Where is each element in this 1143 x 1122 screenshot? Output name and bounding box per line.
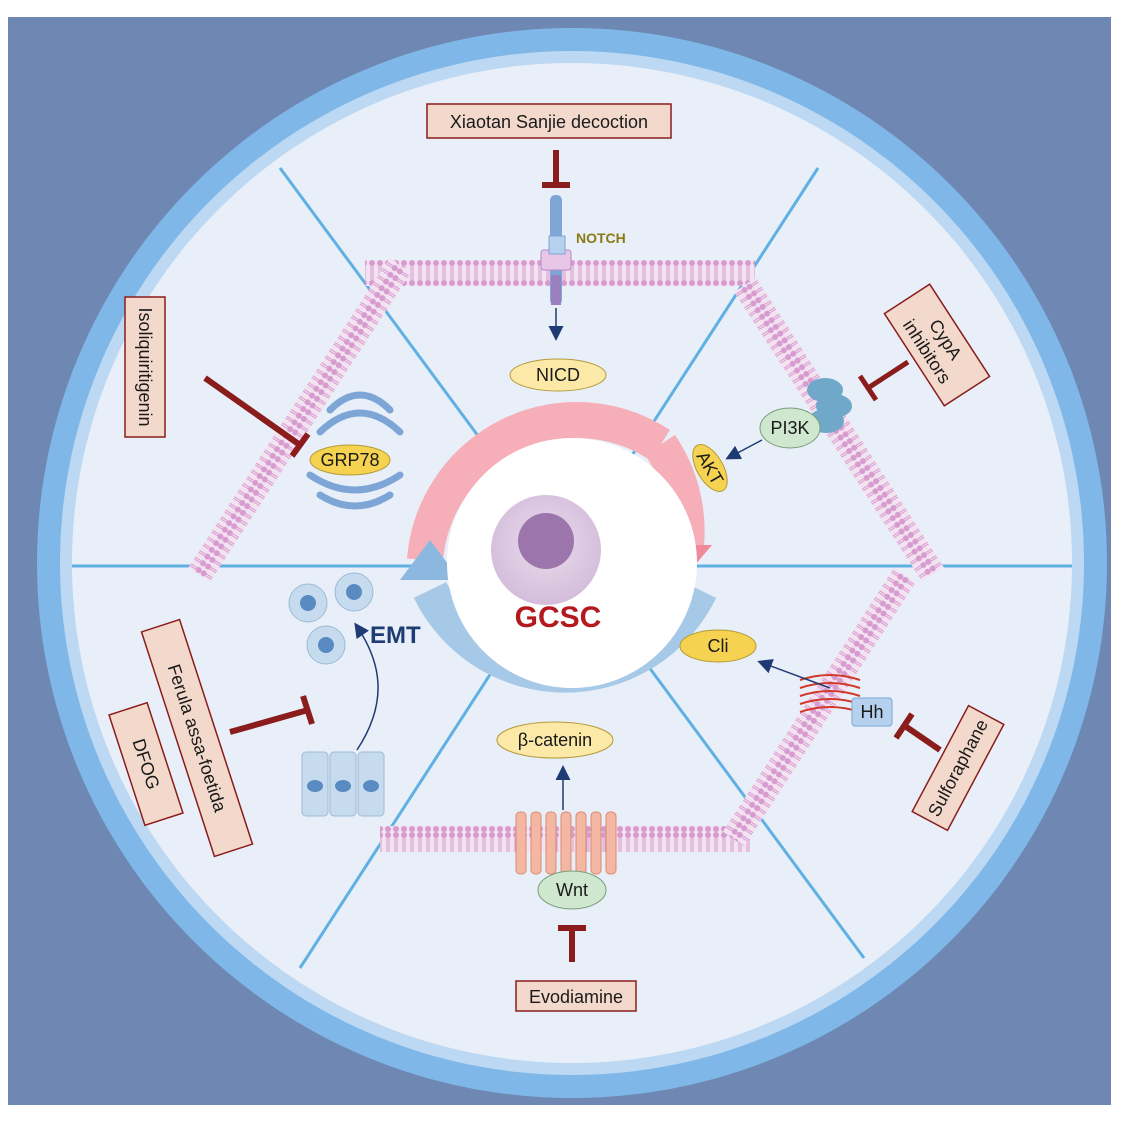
cli-oval [679,629,757,663]
pi3k-label: PI3K [770,418,809,438]
dfog-box [108,701,184,827]
isoliquiritigenin-box [124,296,166,438]
hh-box [851,697,893,727]
emt-arrow [354,622,379,751]
beta-catenin-label: β-catenin [518,730,592,750]
notch-label: NOTCH [576,230,626,246]
wnt-oval [537,870,607,910]
nicd-label: NICD [536,365,580,385]
beta-catenin-oval [496,721,614,759]
blue-arrow-head [400,540,460,580]
notch-inhibitor-label: Xiaotan Sanjie decoction [450,112,648,132]
nicd-oval [509,358,607,392]
hh-label: Hh [860,702,883,722]
grp78-oval [309,444,391,476]
mesenchymal-cells [288,572,374,665]
emt-pathway: Ferula assa-foetida DFOG EMT [108,572,421,858]
akt-oval [692,444,728,492]
ferula-box [140,618,254,858]
cypa-inhibitor-box [883,283,991,407]
notch-pathway: Xiaotan Sanjie decoction NOTCH NICD [426,103,672,392]
grp78-pathway: Isoliquiritigenin GRP78 [124,296,404,510]
pi3k-receptor-complex [807,378,852,433]
cell-nucleus [518,513,574,569]
sulforaphane-box [911,704,1005,832]
evodiamine-box [515,980,637,1012]
notch-inhibitor-box [426,103,672,139]
emt-label: EMT [370,622,421,649]
grp78-label: GRP78 [320,450,379,470]
er-organelle [306,391,404,510]
wnt-pathway: β-catenin Wnt Evodiamine [496,721,637,1012]
pi3k-oval [759,407,821,449]
epithelial-cells [301,751,385,817]
cli-label: Cli [708,636,729,656]
evodiamine-label: Evodiamine [529,987,623,1007]
center-label: GCSC [515,601,602,634]
isoliquiritigenin-label: Isoliquiritigenin [135,307,155,426]
pi3k-pathway: CypA inhibitors PI3K AKT [692,283,991,492]
wnt-receptor [515,811,617,875]
wnt-label: Wnt [556,880,588,900]
